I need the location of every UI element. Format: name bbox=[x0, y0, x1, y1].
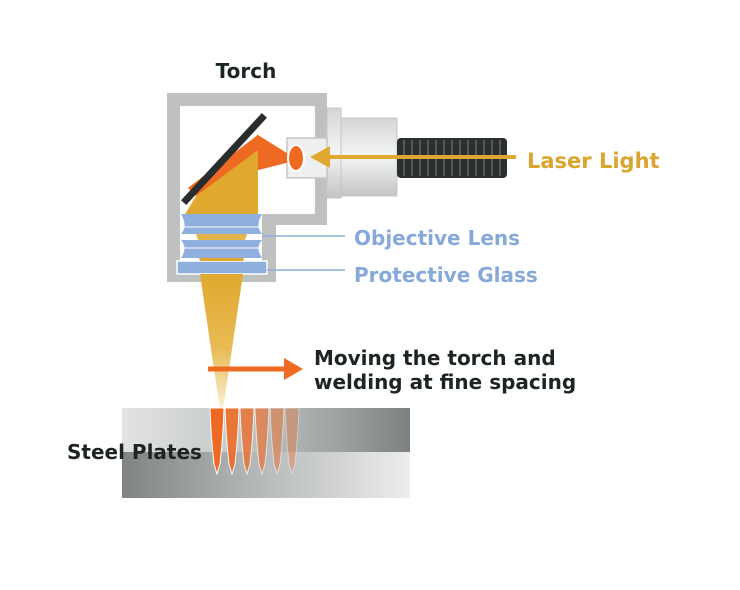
weld-mark bbox=[269, 407, 285, 476]
torch-label: Torch bbox=[216, 59, 277, 83]
moving-text-line2: welding at fine spacing bbox=[314, 370, 576, 394]
laser-light-label: Laser Light bbox=[527, 149, 660, 173]
mirror bbox=[181, 113, 267, 205]
moving-text-line1: Moving the torch and bbox=[314, 346, 556, 370]
focused-beam bbox=[200, 274, 243, 410]
movement-arrow bbox=[208, 358, 303, 380]
laser-input-arrow bbox=[310, 146, 516, 168]
steel-plates-label: Steel Plates bbox=[67, 440, 202, 464]
weld-mark bbox=[239, 407, 255, 476]
weld-mark bbox=[284, 407, 300, 476]
objective-lens-label: Objective Lens bbox=[354, 226, 520, 250]
weld-marks bbox=[209, 407, 300, 476]
weld-mark bbox=[224, 407, 240, 476]
collimator-lens-icon bbox=[287, 144, 305, 172]
protective-glass-label: Protective Glass bbox=[354, 263, 538, 287]
objective-lens bbox=[181, 214, 262, 258]
weld-mark bbox=[209, 407, 225, 476]
weld-mark bbox=[254, 407, 270, 476]
protective-glass bbox=[176, 260, 268, 275]
steel-plate-bottom bbox=[122, 452, 410, 498]
